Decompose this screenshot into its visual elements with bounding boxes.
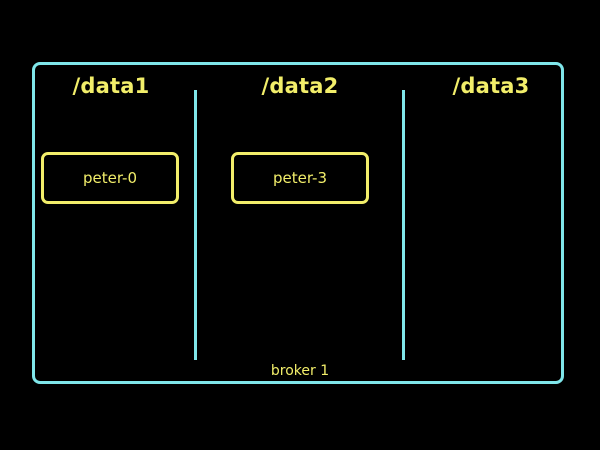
- partition-label: peter-3: [272, 169, 328, 187]
- partition-box-peter-3: peter-3: [231, 152, 369, 204]
- directory-label-data2: /data2: [261, 74, 339, 98]
- directory-divider: [194, 90, 197, 360]
- partition-label: peter-0: [82, 169, 138, 187]
- broker-label: broker 1: [270, 363, 330, 379]
- partition-box-peter-0: peter-0: [41, 152, 179, 204]
- directory-divider: [402, 90, 405, 360]
- directory-label-data3: /data3: [452, 74, 530, 98]
- broker-box: [32, 62, 564, 384]
- directory-label-data1: /data1: [72, 74, 150, 98]
